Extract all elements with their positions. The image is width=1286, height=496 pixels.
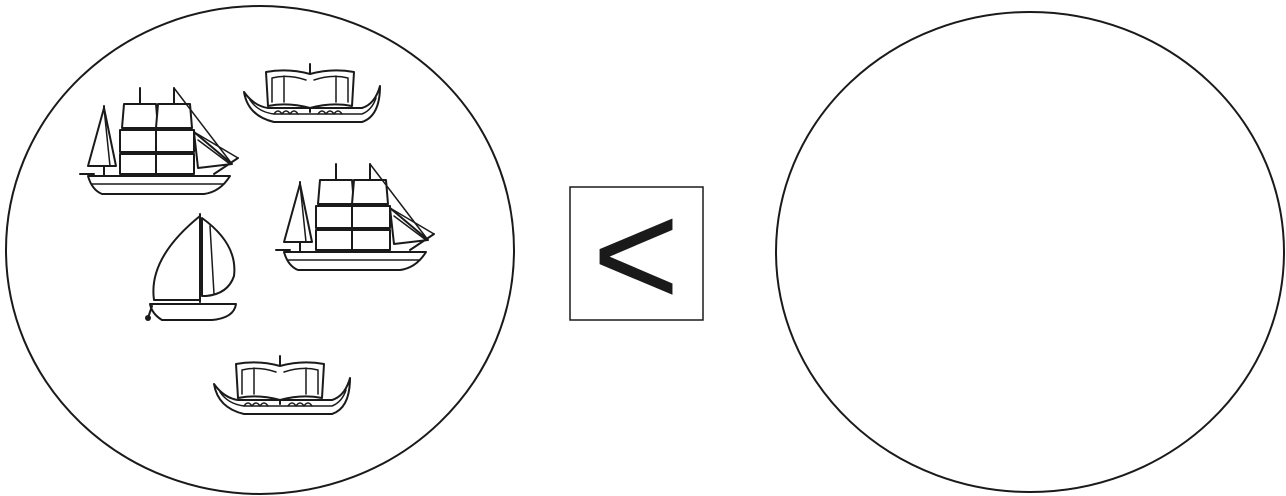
tall-ship-icon	[276, 164, 434, 270]
right-set-circle	[776, 12, 1284, 492]
less-than-symbol: <	[592, 170, 680, 338]
galley-icon	[244, 64, 380, 122]
sailboat-icon	[145, 214, 236, 321]
left-set-circle	[6, 6, 514, 494]
galley-icon	[214, 356, 350, 414]
tall-ship-icon	[80, 88, 238, 194]
